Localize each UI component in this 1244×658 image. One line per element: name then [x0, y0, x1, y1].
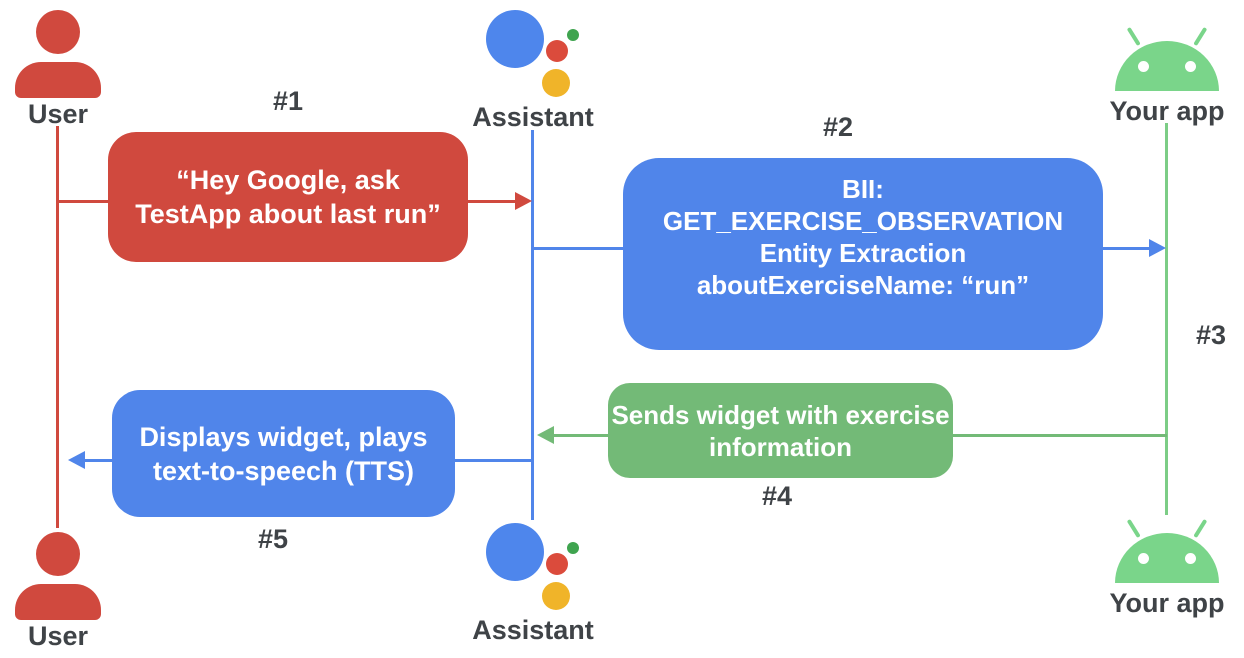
user-icon-head [36, 532, 80, 576]
user-icon-body [15, 584, 101, 620]
assistant-logo-red-circle [546, 553, 568, 575]
user-icon [15, 10, 101, 98]
actor-app-bottom: Your app [1110, 516, 1225, 617]
step-badge-4: #4 [761, 481, 793, 511]
assistant-logo-blue-circle [486, 523, 544, 581]
assistant-logo-icon [486, 10, 580, 97]
assistant-logo-icon [486, 523, 580, 610]
message-2-text: BII: [842, 174, 884, 204]
user-lifeline [56, 126, 59, 528]
assistant-logo-yellow-circle [542, 69, 570, 97]
android-icon [1115, 516, 1219, 583]
android-icon [1115, 24, 1219, 91]
message-5-text: Displays widget, plays [139, 421, 428, 452]
user-icon-body [15, 62, 101, 98]
step-badge-3: #3 [1195, 320, 1227, 350]
message-5-box: Displays widget, plays text-to-speech (T… [112, 390, 455, 517]
arrow-2-head-icon [1149, 239, 1166, 257]
android-antenna-right [1193, 26, 1208, 47]
actor-assistant-bottom: Assistant [472, 523, 594, 644]
assistant-logo-blue-circle [486, 10, 544, 68]
android-eye-right [1185, 61, 1196, 72]
step-badge-2: #2 [822, 112, 854, 142]
android-eye-left [1138, 61, 1149, 72]
actor-user-bottom: User [8, 532, 108, 650]
android-head [1115, 41, 1219, 91]
assistant-logo-green-dot [567, 29, 579, 41]
message-1-text: “Hey Google, ask [176, 165, 400, 195]
actor-label-user-top: User [27, 99, 89, 129]
actor-label-assistant-top: Assistant [472, 102, 594, 132]
message-4-text: Sends widget with exercise [611, 399, 950, 430]
android-antenna-right [1193, 518, 1208, 539]
step-badge-5: #5 [257, 524, 289, 554]
assistant-lifeline [531, 130, 534, 520]
actor-label-app-bottom: Your app [1109, 588, 1225, 618]
message-2-box: BII: GET_EXERCISE_OBSERVATION Entity Ext… [623, 158, 1103, 350]
actor-user-top: User [8, 10, 108, 128]
arrow-5-head-icon [68, 451, 85, 469]
arrow-1-head-icon [515, 192, 532, 210]
actor-label-user-bottom: User [27, 621, 89, 651]
message-1-box: “Hey Google, ask TestApp about last run” [108, 132, 468, 262]
assistant-logo-green-dot [567, 542, 579, 554]
message-4-box: Sends widget with exercise information [608, 383, 953, 478]
android-head [1115, 533, 1219, 583]
android-eye-left [1138, 553, 1149, 564]
user-icon-head [36, 10, 80, 54]
actor-assistant-top: Assistant [472, 10, 594, 131]
actor-app-top: Your app [1110, 24, 1225, 125]
android-antenna-left [1126, 518, 1141, 539]
user-icon [15, 532, 101, 620]
android-eye-right [1185, 553, 1196, 564]
assistant-logo-red-circle [546, 40, 568, 62]
arrow-4-head-icon [537, 426, 554, 444]
app-lifeline [1165, 123, 1168, 515]
actor-label-app-top: Your app [1109, 96, 1225, 126]
assistant-logo-yellow-circle [542, 582, 570, 610]
android-antenna-left [1126, 26, 1141, 47]
actor-label-assistant-bottom: Assistant [472, 615, 594, 645]
step-badge-1: #1 [272, 86, 304, 116]
